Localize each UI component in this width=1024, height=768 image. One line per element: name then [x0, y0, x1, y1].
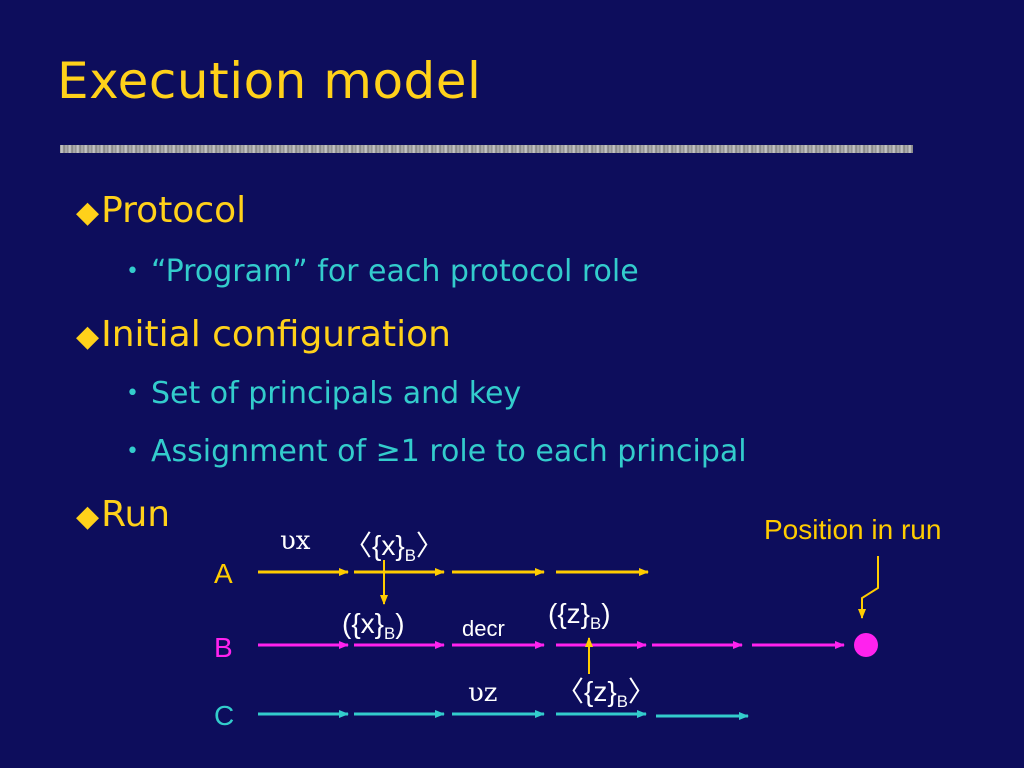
- dot-bullet-icon: •: [126, 381, 139, 406]
- bullet-principals: •Set of principals and key: [126, 376, 522, 411]
- position-in-run-label: Position in run: [764, 514, 942, 545]
- role-label-b: B: [214, 632, 233, 663]
- bullet-protocol: ◆Protocol: [76, 190, 247, 231]
- nonce-z-label: υz: [468, 678, 498, 708]
- encrypted-x-send-label: 〈{x}B〉: [344, 530, 444, 565]
- run-position-dot: [854, 633, 878, 657]
- diamond-bullet-icon: ◆: [76, 499, 100, 534]
- bullet-initial-configuration: ◆Initial configuration: [76, 314, 451, 355]
- role-label-a: A: [214, 558, 233, 589]
- dot-bullet-icon: •: [126, 439, 139, 464]
- role-label-c: C: [214, 700, 235, 731]
- bullet-assignment: •Assignment of ≥1 role to each principal: [126, 434, 747, 469]
- encrypted-z-send-label: 〈{z}B〉: [556, 676, 656, 711]
- slide-title: Execution model: [57, 52, 482, 110]
- diamond-bullet-icon: ◆: [76, 319, 100, 354]
- bullet-program: •“Program” for each protocol role: [126, 254, 639, 289]
- decrypt-label: decr: [462, 616, 505, 641]
- dot-bullet-icon: •: [126, 259, 139, 284]
- bullet-run: ◆Run: [76, 494, 171, 535]
- title-divider: [60, 145, 913, 153]
- position-pointer-arrow: [858, 556, 879, 619]
- role-c-timeline: [258, 710, 749, 720]
- diamond-bullet-icon: ◆: [76, 195, 100, 230]
- encrypted-z-receive-label: ({z}B): [548, 598, 611, 633]
- nonce-x-label: υx: [280, 526, 311, 556]
- encrypted-x-receive-label: ({x}B): [342, 608, 405, 643]
